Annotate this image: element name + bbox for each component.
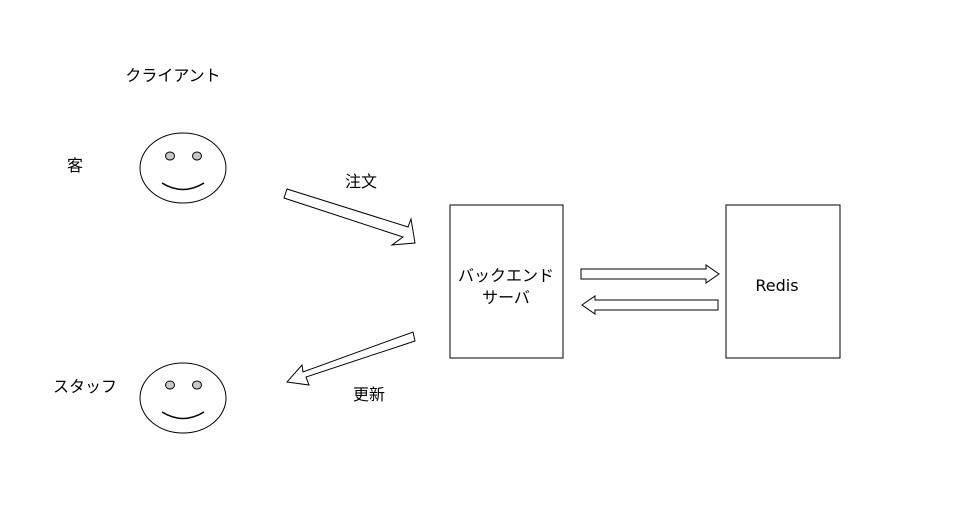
customer-label: 客 — [67, 156, 83, 175]
order-label: 注文 — [345, 172, 377, 191]
staff-label: スタッフ — [53, 377, 117, 396]
redis-label: Redis — [755, 276, 798, 295]
backend-label-line1: バックエンド — [458, 266, 554, 285]
order-arrow — [283, 188, 416, 246]
redis-box — [725, 204, 841, 359]
client-group-label: クライアント — [125, 66, 220, 85]
redis-to-backend-arrow — [581, 295, 719, 315]
backend-to-redis-arrow — [580, 264, 720, 284]
update-label: 更新 — [353, 385, 385, 404]
backend-server-box — [449, 204, 564, 359]
backend-label-line2: サーバ — [482, 288, 530, 307]
staff-smiley-icon — [139, 362, 227, 434]
update-arrow — [286, 331, 416, 386]
customer-smiley-icon — [139, 132, 227, 204]
